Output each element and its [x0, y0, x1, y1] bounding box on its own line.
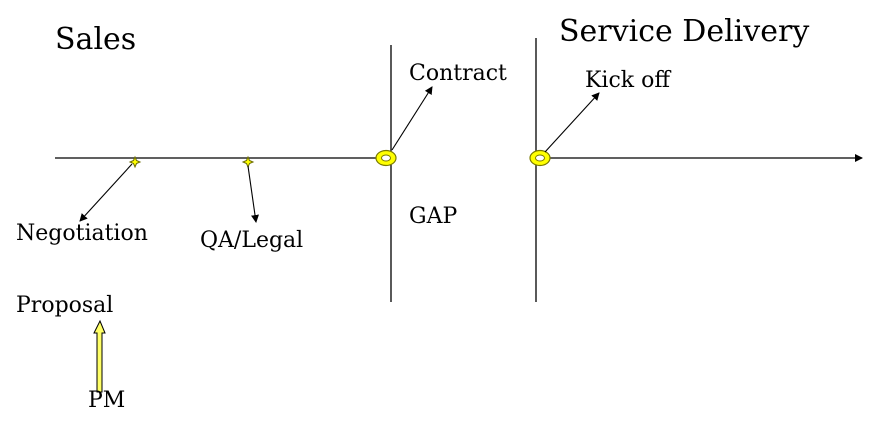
- kickoff-ring-icon: [529, 149, 551, 167]
- contract-ring-icon: [375, 149, 397, 167]
- qa-legal-label: QA/Legal: [200, 228, 304, 253]
- gap-label: GAP: [409, 204, 458, 229]
- negotiation-star-icon: [128, 155, 142, 169]
- service-delivery-heading: Service Delivery: [559, 14, 810, 49]
- kickoff-pointer-arrow: [544, 92, 600, 153]
- negotiation-pointer-arrow: [79, 163, 133, 222]
- sales-heading: Sales: [55, 22, 137, 57]
- qa-legal-pointer-arrow: [247, 165, 259, 223]
- contract-label: Contract: [409, 61, 507, 86]
- contract-pointer-arrow: [391, 86, 433, 151]
- pm-label: PM: [88, 388, 126, 413]
- pm-up-arrow-icon: [93, 319, 106, 393]
- proposal-label: Proposal: [16, 293, 114, 318]
- kick-off-label: Kick off: [585, 68, 670, 93]
- negotiation-label: Negotiation: [16, 221, 148, 246]
